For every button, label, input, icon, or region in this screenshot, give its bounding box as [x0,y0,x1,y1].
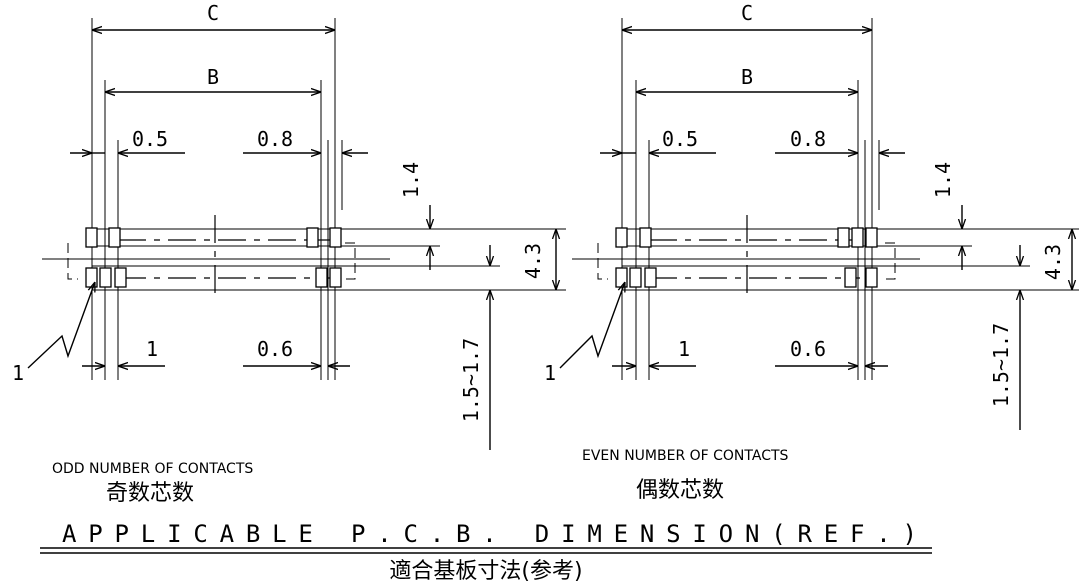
dim-0-8-label: 0.8 [257,127,293,151]
odd-contacts-drawing: C B 0.5 0.8 1.4 4.3 1.5~1.7 [12,1,566,506]
dim-0-8-label: 0.8 [790,127,826,151]
dim-c-label: C [741,1,753,25]
even-caption-jp: 偶数芯数 [636,478,724,503]
dim-b-label: B [741,65,753,89]
dim-4-3-label: 4.3 [521,243,545,279]
dim-1-label: 1 [678,337,690,361]
dim-0-5-label: 0.5 [132,127,168,151]
callout-label: 1 [544,361,556,385]
dim-range-label: 1.5~1.7 [989,323,1013,407]
dim-range-label: 1.5~1.7 [459,338,483,422]
title-en: APPLICABLE P.C.B. DIMENSION(REF.) [62,520,917,548]
dim-0-6-label: 0.6 [790,337,826,361]
even-caption: EVEN NUMBER OF CONTACTS [582,448,789,464]
dim-b-label: B [207,65,219,89]
dim-c-label: C [207,1,219,25]
dim-4-3-label: 4.3 [1041,244,1065,280]
odd-caption: ODD NUMBER OF CONTACTS [52,461,253,477]
dim-0-5-label: 0.5 [662,127,698,151]
title-jp: 適合基板寸法(参考) [389,559,582,584]
dim-1-4-label: 1.4 [399,162,423,198]
callout-label: 1 [12,361,24,385]
odd-caption-jp: 奇数芯数 [106,481,194,506]
dim-1-label: 1 [146,337,158,361]
dim-1-4-label: 1.4 [931,162,955,198]
even-contacts-drawing: C B 0.5 0.8 1.4 4.3 1.5~1.7 [544,1,1079,503]
dim-0-6-label: 0.6 [257,337,293,361]
